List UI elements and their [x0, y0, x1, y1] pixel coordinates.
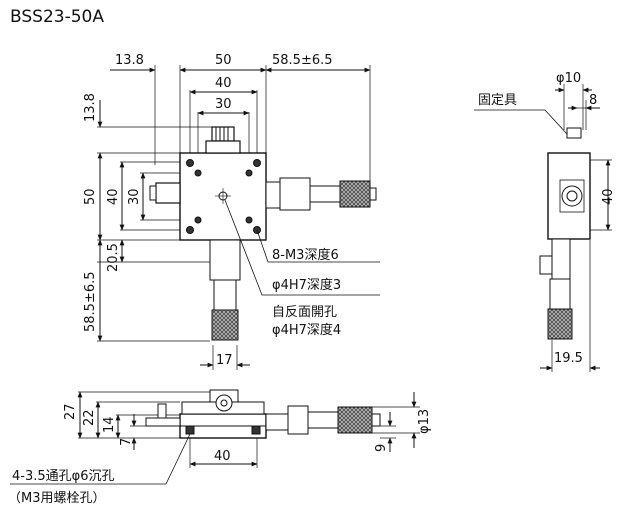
note-fixture: 固定具: [478, 93, 517, 108]
dim-7-front: 7: [119, 438, 134, 446]
dim-30-top: 30: [215, 97, 232, 112]
note-h7-depth3: φ4H7深度3: [272, 277, 341, 293]
note-reverse-2: φ4H7深度4: [272, 322, 341, 338]
dim-58-5-left: 58.5±6.5: [83, 271, 98, 332]
dim-40-left: 40: [106, 188, 121, 205]
dim-40-front: 40: [214, 449, 231, 464]
dim-40-top: 40: [215, 76, 232, 91]
top-view: [97, 65, 380, 370]
side-view: [474, 84, 612, 372]
dim-14-front: 14: [102, 416, 117, 433]
drawing-title: BSS23-50A: [10, 7, 104, 27]
front-view: [10, 389, 420, 485]
dim-19-5: 19.5: [554, 351, 583, 366]
note-m3-bolt: （M3用螺栓孔）: [8, 491, 106, 506]
dim-40-side: 40: [601, 188, 616, 205]
dim-50-left: 50: [83, 188, 98, 205]
dim-58-5-top: 58.5±6.5: [272, 53, 333, 68]
dim-17: 17: [216, 353, 233, 368]
dim-13-8-top: 13.8: [115, 53, 144, 68]
dim-22-front: 22: [82, 409, 97, 426]
dim-20-5-left: 20.5: [106, 243, 121, 272]
dim-8-side: 8: [589, 93, 597, 108]
dim-9-front: 9: [374, 444, 389, 452]
dim-50-top: 50: [215, 53, 232, 68]
dim-27-front: 27: [63, 403, 78, 420]
dim-13-8-left: 13.8: [83, 93, 98, 122]
note-through-holes: 4-3.5通孔φ6沉孔: [12, 469, 114, 484]
note-m3-tapped: 8-M3深度6: [272, 247, 339, 263]
note-reverse-1: 自反面開孔: [272, 305, 337, 320]
dim-30-left: 30: [127, 188, 142, 205]
dim-phi10: φ10: [556, 71, 581, 86]
dim-phi13-front: φ13: [417, 409, 432, 434]
